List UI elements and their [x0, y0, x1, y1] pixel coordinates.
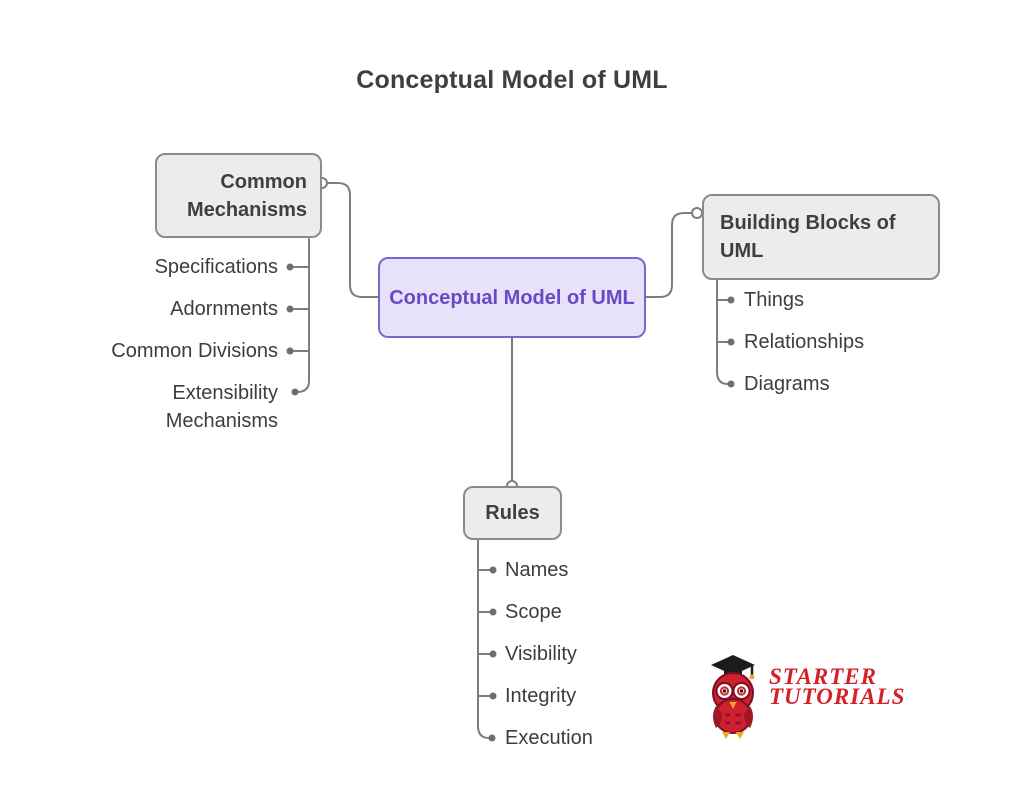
leaf-diagrams: Diagrams — [744, 373, 830, 395]
leaf-extensibility-mechanisms: Extensibility Mechanisms — [165, 382, 278, 432]
spine-rules — [477, 539, 491, 739]
node-rules: Rules — [463, 486, 562, 540]
leaf-relationships: Relationships — [744, 331, 865, 353]
logo-line2: TUTORIALS — [769, 684, 906, 709]
spine-common-mechanisms — [291, 238, 310, 393]
leaf-common-divisions: Common Divisions — [111, 340, 278, 362]
leaf-integrity: Integrity — [505, 685, 577, 707]
leaf-specifications: Specifications — [154, 256, 278, 278]
node-common-mechanisms: Common Mechanisms — [155, 153, 322, 238]
leaf-scope: Scope — [505, 601, 562, 623]
node-building-blocks: Building Blocks of UML — [702, 194, 940, 280]
branch-connectors — [291, 182, 729, 739]
spine-building-blocks — [716, 279, 729, 385]
connector-common-to-central — [326, 182, 379, 298]
diagram-title: Conceptual Model of UML — [356, 66, 668, 94]
leaf-names: Names — [505, 559, 569, 581]
leaf-visibility: Visibility — [505, 643, 577, 665]
node-central-conceptual-model: Conceptual Model of UML — [378, 257, 646, 338]
node-label: Common Mechanisms — [186, 170, 307, 221]
logo-wordmark: STARTER TUTORIALS — [769, 664, 906, 709]
leaf-adornments: Adornments — [170, 298, 278, 320]
node-label: Conceptual Model of UML — [389, 286, 635, 309]
leaf-execution: Execution — [505, 727, 593, 749]
node-label: Building Blocks of UML — [720, 212, 896, 262]
logo-line1: STARTER — [769, 664, 877, 689]
node-label: Rules — [485, 502, 540, 524]
logo: STARTER TUTORIALS — [702, 654, 905, 740]
connector-central-to-building — [645, 212, 692, 298]
leaf-things: Things — [744, 289, 805, 311]
owl-graduate-icon — [711, 655, 755, 739]
tick-dots — [286, 263, 735, 742]
